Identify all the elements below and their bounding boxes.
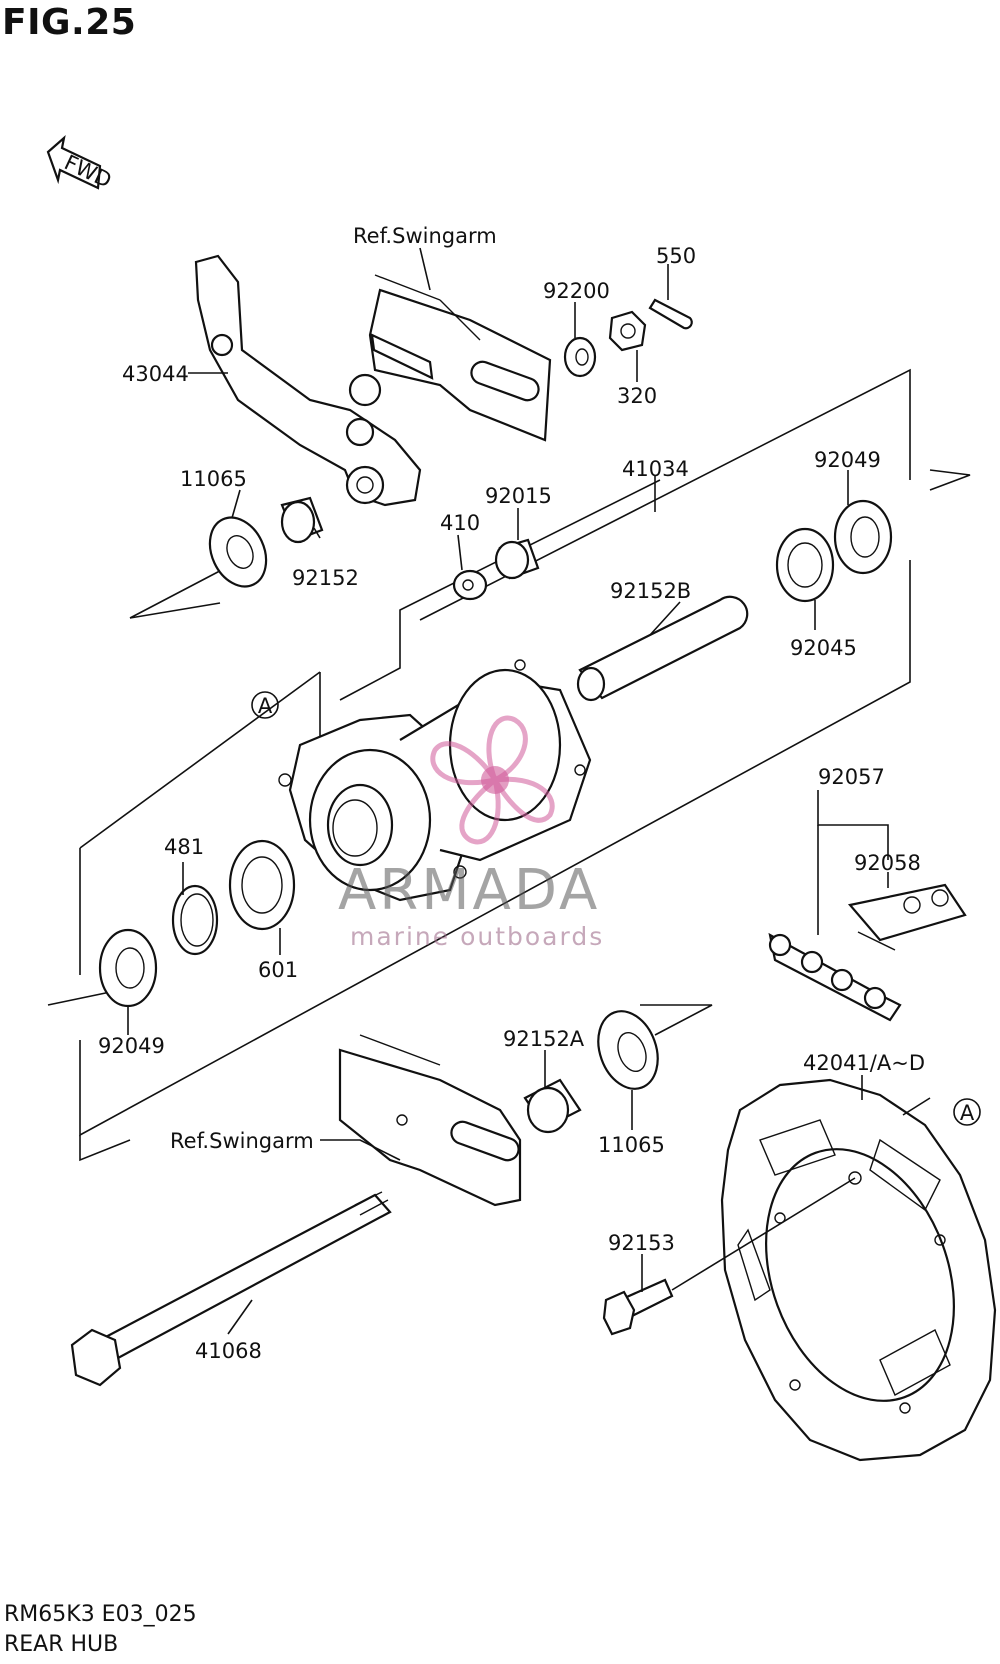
brake-arm-43044	[194, 254, 422, 507]
label-481: 481	[164, 835, 204, 859]
label-92152A: 92152A	[503, 1027, 585, 1051]
spacer-tube-92152B	[576, 595, 749, 702]
axle-41068	[70, 1191, 392, 1387]
forward-arrow-label: FWD	[61, 150, 116, 192]
label-43044: 43044	[122, 362, 189, 386]
spacer-92152	[280, 496, 324, 544]
washer-92200	[563, 336, 597, 378]
chain-joint-92057	[768, 932, 902, 1022]
oil-seal-92049-lower	[98, 928, 158, 1008]
leader-lines	[127, 247, 931, 1335]
figure-title: FIG.25	[2, 2, 137, 43]
label-92049-top: 92049	[814, 448, 881, 472]
label-92015: 92015	[485, 484, 552, 508]
label-ref-swingarm-top: Ref.Swingarm	[353, 224, 497, 248]
label-550: 550	[656, 244, 696, 268]
label-92057: 92057	[818, 765, 885, 789]
circlip-481	[171, 884, 219, 956]
label-11065-bottom: 11065	[598, 1133, 665, 1157]
label-41068: 41068	[195, 1339, 262, 1363]
ref-marker-a-upper-label: A	[258, 694, 273, 718]
label-92058: 92058	[854, 851, 921, 875]
swingarm-upper	[368, 274, 552, 442]
label-410: 410	[440, 511, 480, 535]
bearing-92045	[775, 527, 835, 603]
collar-92015	[494, 538, 540, 580]
forward-arrow-icon: FWD	[46, 135, 116, 193]
ref-marker-a-upper: A	[251, 691, 279, 719]
model-code: RM65K3 E03_025	[4, 1602, 197, 1627]
oil-seal-11065-lower	[597, 1010, 659, 1090]
label-11065-top: 11065	[180, 467, 247, 491]
rear-hub	[278, 659, 592, 902]
label-ref-swingarm-bottom: Ref.Swingarm	[170, 1129, 314, 1153]
label-601: 601	[258, 958, 298, 982]
oil-seal-92049-upper	[833, 499, 893, 575]
label-320: 320	[617, 384, 657, 408]
castle-nut-320	[608, 310, 647, 352]
sprocket-42041	[720, 1078, 997, 1462]
washer-410	[452, 569, 488, 601]
figure-footer: RM65K3 E03_025 REAR HUB	[4, 1600, 197, 1660]
section-name: REAR HUB	[4, 1632, 119, 1657]
label-92045: 92045	[790, 636, 857, 660]
spacer-92152A	[523, 1078, 582, 1134]
label-41034: 41034	[622, 457, 689, 481]
ref-marker-a-lower: A	[953, 1098, 981, 1126]
label-92049-bottom: 92049	[98, 1034, 165, 1058]
label-92152: 92152	[292, 566, 359, 590]
bearing-601	[228, 839, 296, 931]
bolt-92153	[602, 1177, 856, 1336]
swingarm-lower	[338, 1034, 522, 1207]
master-link-92058	[847, 883, 967, 951]
label-92152B: 92152B	[610, 579, 691, 603]
label-92153: 92153	[608, 1231, 675, 1255]
cotter-pin-550	[648, 298, 693, 330]
label-92200: 92200	[543, 279, 610, 303]
oil-seal-11065-upper	[208, 516, 268, 588]
ref-marker-a-lower-label: A	[960, 1101, 975, 1125]
label-42041: 42041/A~D	[803, 1051, 925, 1075]
